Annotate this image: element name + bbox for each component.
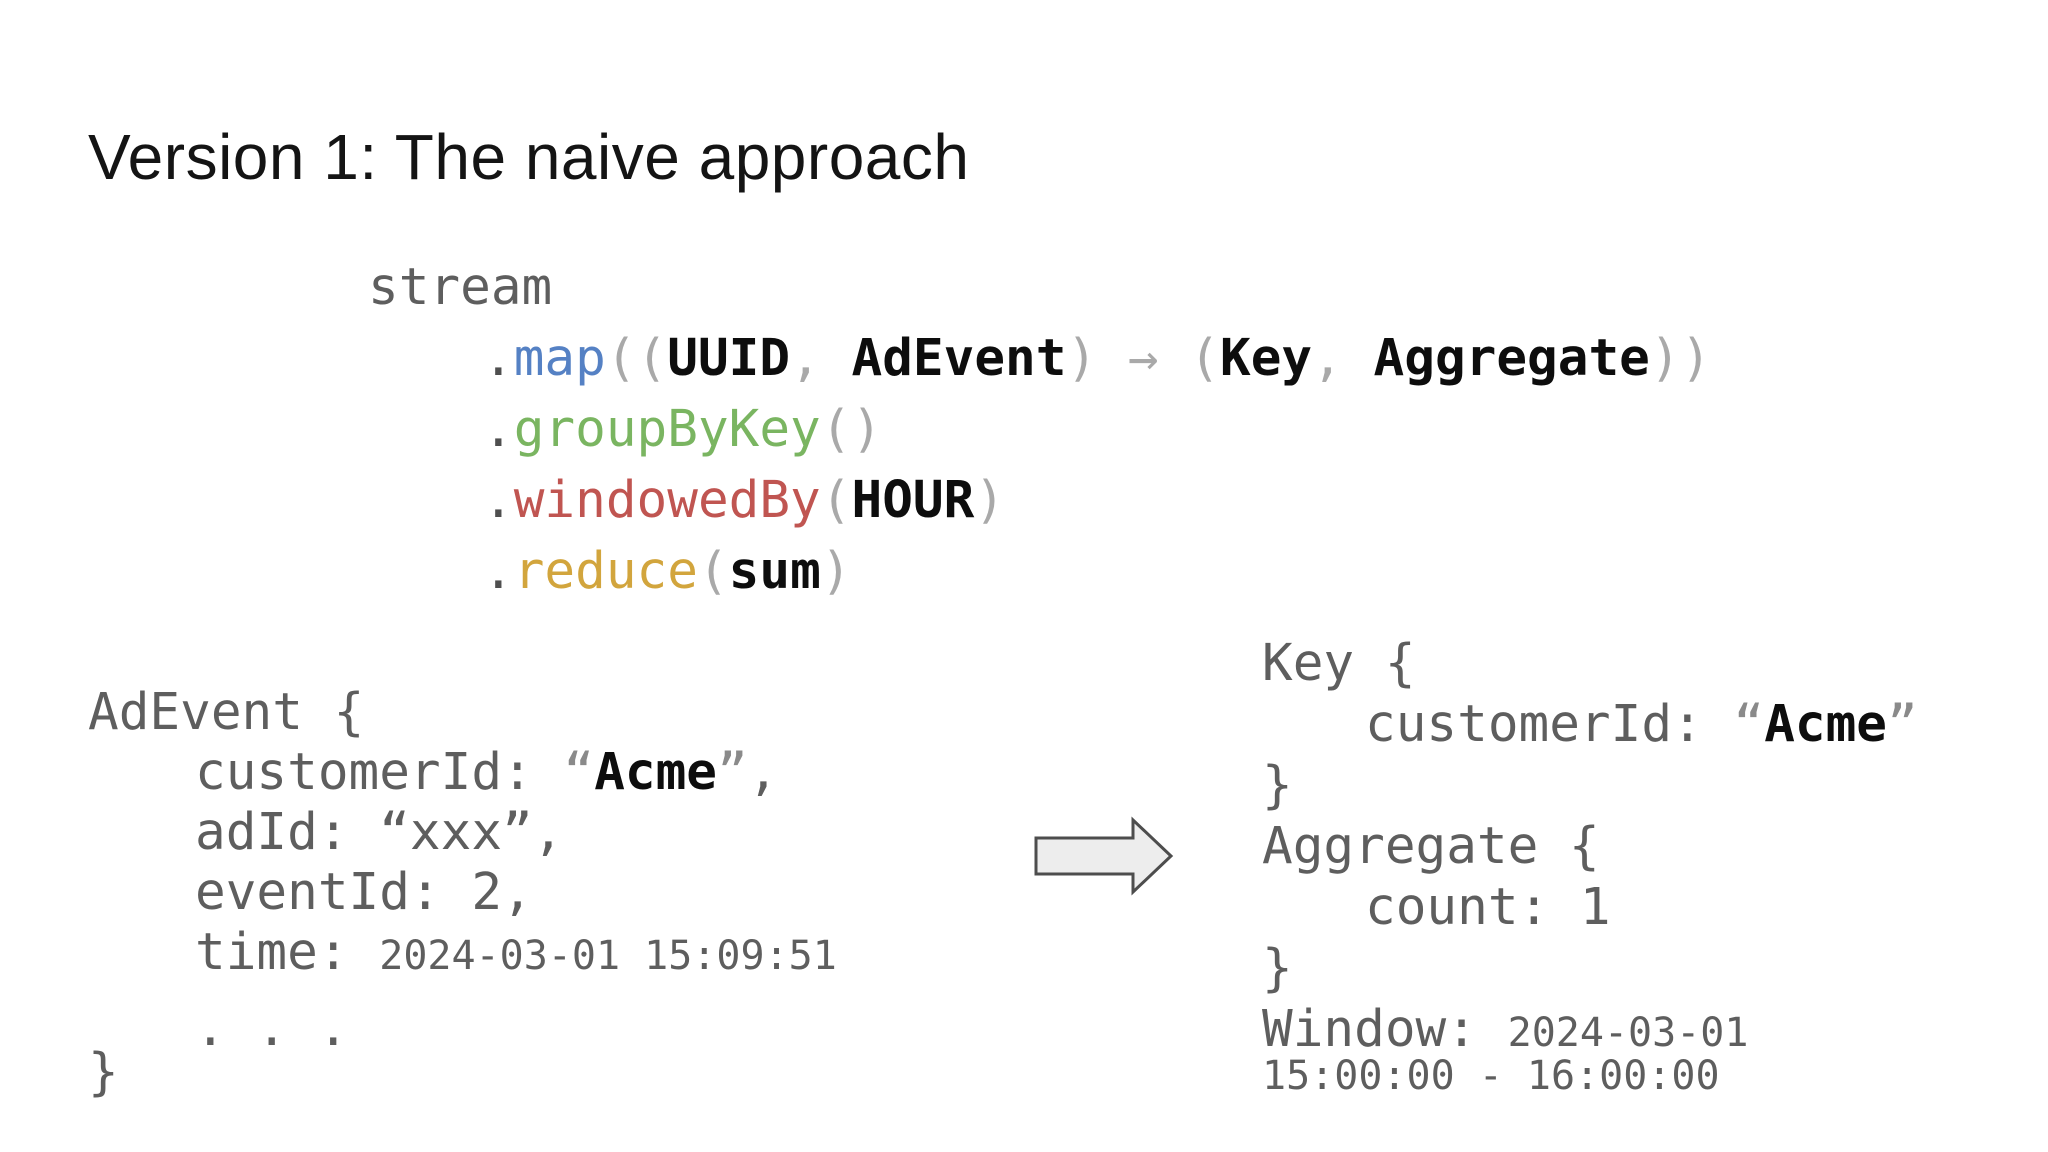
code-line-reduce: .reduce(sum) xyxy=(483,542,852,601)
adevent-line-event-id: eventId: 2, xyxy=(195,863,533,922)
arrow-shape xyxy=(1034,816,1174,896)
result-line-aggregate-close: } xyxy=(1262,939,1293,998)
result-line-count: count: 1 xyxy=(1365,878,1611,937)
code-line-map: .map((UUID, AdEvent) → (Key, Aggregate)) xyxy=(483,329,1712,388)
code-line-windowed-by: .windowedBy(HOUR) xyxy=(483,471,1006,530)
adevent-line-open: AdEvent { xyxy=(88,683,365,742)
code-line-group-by-key: .groupByKey() xyxy=(483,400,883,459)
stream-code-block: stream .map((UUID, AdEvent) → (Key, Aggr… xyxy=(368,252,1711,607)
result-record-block: Key { customerId: “Acme” } Aggregate { c… xyxy=(1262,633,1918,1099)
code-line-stream: stream xyxy=(368,258,553,317)
result-line-aggregate-open: Aggregate { xyxy=(1262,817,1600,876)
result-line-window: Window: 2024-03-01 xyxy=(1262,1000,1749,1059)
adevent-record-block: AdEvent { customerId: “Acme”, adId: “xxx… xyxy=(88,683,837,1103)
adevent-line-time: time: 2024-03-01 15:09:51 xyxy=(195,923,837,982)
adevent-line-customer-id: customerId: “Acme”, xyxy=(195,743,779,802)
result-line-window-range: 15:00:00 - 16:00:00 xyxy=(1262,1053,1720,1099)
adevent-line-ellipsis: . . . xyxy=(195,999,349,1058)
slide-title: Version 1: The naive approach xyxy=(88,121,970,193)
adevent-line-close: } xyxy=(88,1043,119,1102)
result-line-key-close: } xyxy=(1262,756,1293,815)
adevent-line-ad-id: adId: “xxx”, xyxy=(195,803,564,862)
transform-arrow-icon xyxy=(1034,816,1174,896)
result-line-key-open: Key { xyxy=(1262,634,1416,693)
result-line-customer-id: customerId: “Acme” xyxy=(1365,695,1918,754)
